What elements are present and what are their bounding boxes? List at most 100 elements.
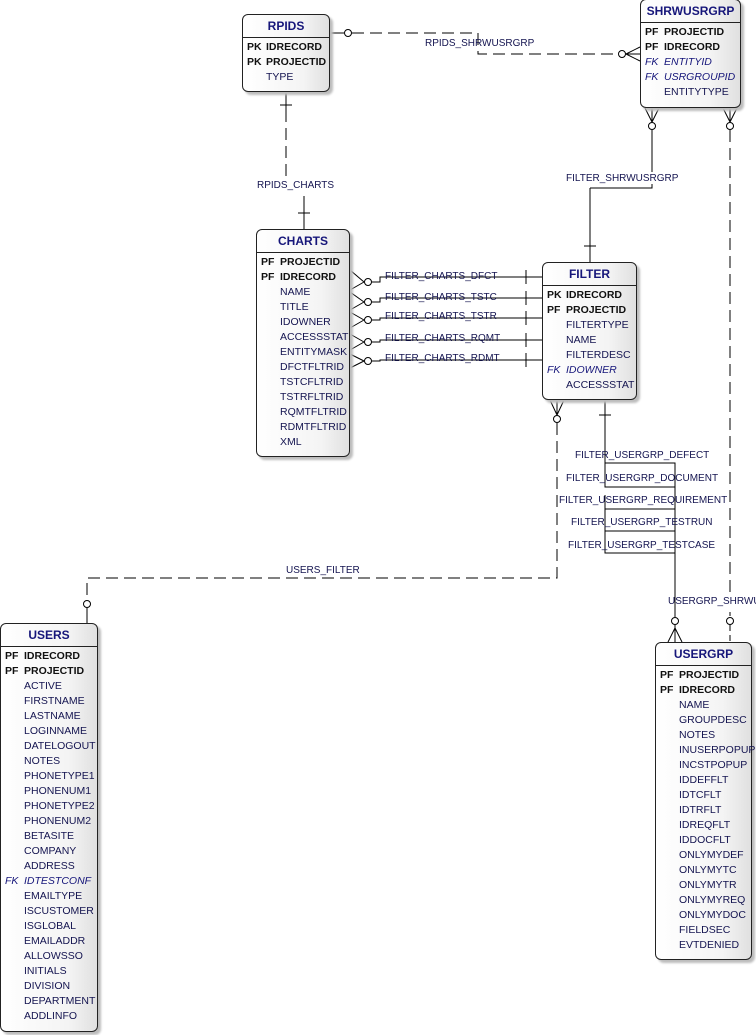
column-row[interactable]: ACTIVE	[1, 679, 97, 694]
column-row[interactable]: IDDEFFLT	[656, 773, 751, 788]
column-row[interactable]: IDREQFLT	[656, 818, 751, 833]
column-row[interactable]: XML	[257, 435, 349, 450]
column-row[interactable]: RDMTFLTRID	[257, 420, 349, 435]
column-name: ACCESSSTAT	[280, 331, 349, 343]
column-row[interactable]: ADDRESS	[1, 859, 97, 874]
rel-filter-charts[interactable]	[349, 269, 542, 369]
column-row[interactable]: LASTNAME	[1, 709, 97, 724]
column-row[interactable]: NAME	[656, 698, 751, 713]
key-marker: PK	[247, 56, 262, 68]
column-row[interactable]: INITIALS	[1, 964, 97, 979]
column-row[interactable]: LOGINNAME	[1, 724, 97, 739]
rel-label-filter-charts-tstr: FILTER_CHARTS_TSTR	[385, 311, 497, 322]
column-row[interactable]: TSTRFLTRID	[257, 390, 349, 405]
column-row[interactable]: ACCESSSTAT	[257, 330, 349, 345]
column-row[interactable]: FIELDSEC	[656, 923, 751, 938]
column-row[interactable]: DEPARTMENT	[1, 994, 97, 1009]
column-row[interactable]: NOTES	[1, 754, 97, 769]
column-row[interactable]: DATELOGOUT	[1, 739, 97, 754]
column-row[interactable]: ONLYMYTC	[656, 863, 751, 878]
column-row[interactable]: PHONENUM2	[1, 814, 97, 829]
column-name: PHONENUM2	[24, 815, 92, 827]
column-row[interactable]: DFCTFLTRID	[257, 360, 349, 375]
column-row[interactable]: ENTITYTYPE	[641, 85, 740, 100]
key-marker: PF	[660, 669, 674, 681]
column-row[interactable]: PHONETYPE1	[1, 769, 97, 784]
column-row[interactable]: ACCESSSTAT	[543, 378, 636, 393]
rel-rpids-shrwusrgrp[interactable]	[330, 29, 641, 62]
column-row[interactable]: IDTCFLT	[656, 788, 751, 803]
column-row[interactable]: EVTDENIED	[656, 938, 751, 953]
column-row[interactable]: PHONENUM1	[1, 784, 97, 799]
column-name: ENTITYID	[664, 56, 712, 68]
column-row[interactable]: ADDLINFO	[1, 1009, 97, 1024]
key-marker: FK	[645, 71, 659, 83]
column-row[interactable]: EMAILTYPE	[1, 889, 97, 904]
column-row[interactable]: FILTERDESC	[543, 348, 636, 363]
column-row[interactable]: FIRSTNAME	[1, 694, 97, 709]
column-row[interactable]: BETASITE	[1, 829, 97, 844]
column-row[interactable]: ONLYMYDEF	[656, 848, 751, 863]
column-row[interactable]: ISCUSTOMER	[1, 904, 97, 919]
column-row[interactable]: INCSTPOPUP	[656, 758, 751, 773]
column-row[interactable]: NAME	[543, 333, 636, 348]
column-name: IDRECORD	[266, 41, 323, 53]
column-name: NAME	[280, 286, 311, 298]
column-row[interactable]: FILTERTYPE	[543, 318, 636, 333]
column-row[interactable]: TYPE	[243, 70, 329, 85]
column-row[interactable]: ISGLOBAL	[1, 919, 97, 934]
key-marker: FK	[547, 364, 561, 376]
column-row[interactable]: INUSERPOPUP	[656, 743, 755, 758]
column-row[interactable]: ONLYMYDOC	[656, 908, 751, 923]
column-row[interactable]: IDTRFLT	[656, 803, 751, 818]
column-row[interactable]: ENTITYMASK	[257, 345, 349, 360]
column-row[interactable]: NOTES	[656, 728, 751, 743]
rel-usergrp-shrwusrgrp[interactable]	[722, 107, 738, 642]
column-row[interactable]: RQMTFLTRID	[257, 405, 349, 420]
column-row[interactable]: PHONETYPE2	[1, 799, 97, 814]
rel-users-filter[interactable]	[83, 399, 565, 623]
key-marker: PF	[261, 256, 275, 268]
column-row[interactable]: EMAILADDR	[1, 934, 97, 949]
rel-filter-usergrp[interactable]	[599, 400, 683, 643]
column-row[interactable]: TITLE	[257, 300, 349, 315]
rel-filter-shrwusrgrp[interactable]	[584, 107, 660, 262]
column-row[interactable]: ONLYMYREQ	[656, 893, 751, 908]
column-name: TYPE	[266, 71, 294, 83]
column-row[interactable]: IDOWNER	[257, 315, 349, 330]
column-row[interactable]: IDDOCFLT	[656, 833, 751, 848]
column-row[interactable]: DIVISION	[1, 979, 97, 994]
column-row[interactable]: GROUPDESC	[656, 713, 751, 728]
column-row[interactable]: TSTCFLTRID	[257, 375, 349, 390]
column-name: PROJECTID	[664, 26, 725, 38]
column-row[interactable]: COMPANY	[1, 844, 97, 859]
column-row[interactable]: ONLYMYTR	[656, 878, 751, 893]
column-row[interactable]: ALLOWSSO	[1, 949, 97, 964]
rel-rpids-charts[interactable]	[280, 92, 310, 229]
column-name: PHONETYPE2	[24, 800, 95, 812]
column-row[interactable]: NAME	[257, 285, 349, 300]
